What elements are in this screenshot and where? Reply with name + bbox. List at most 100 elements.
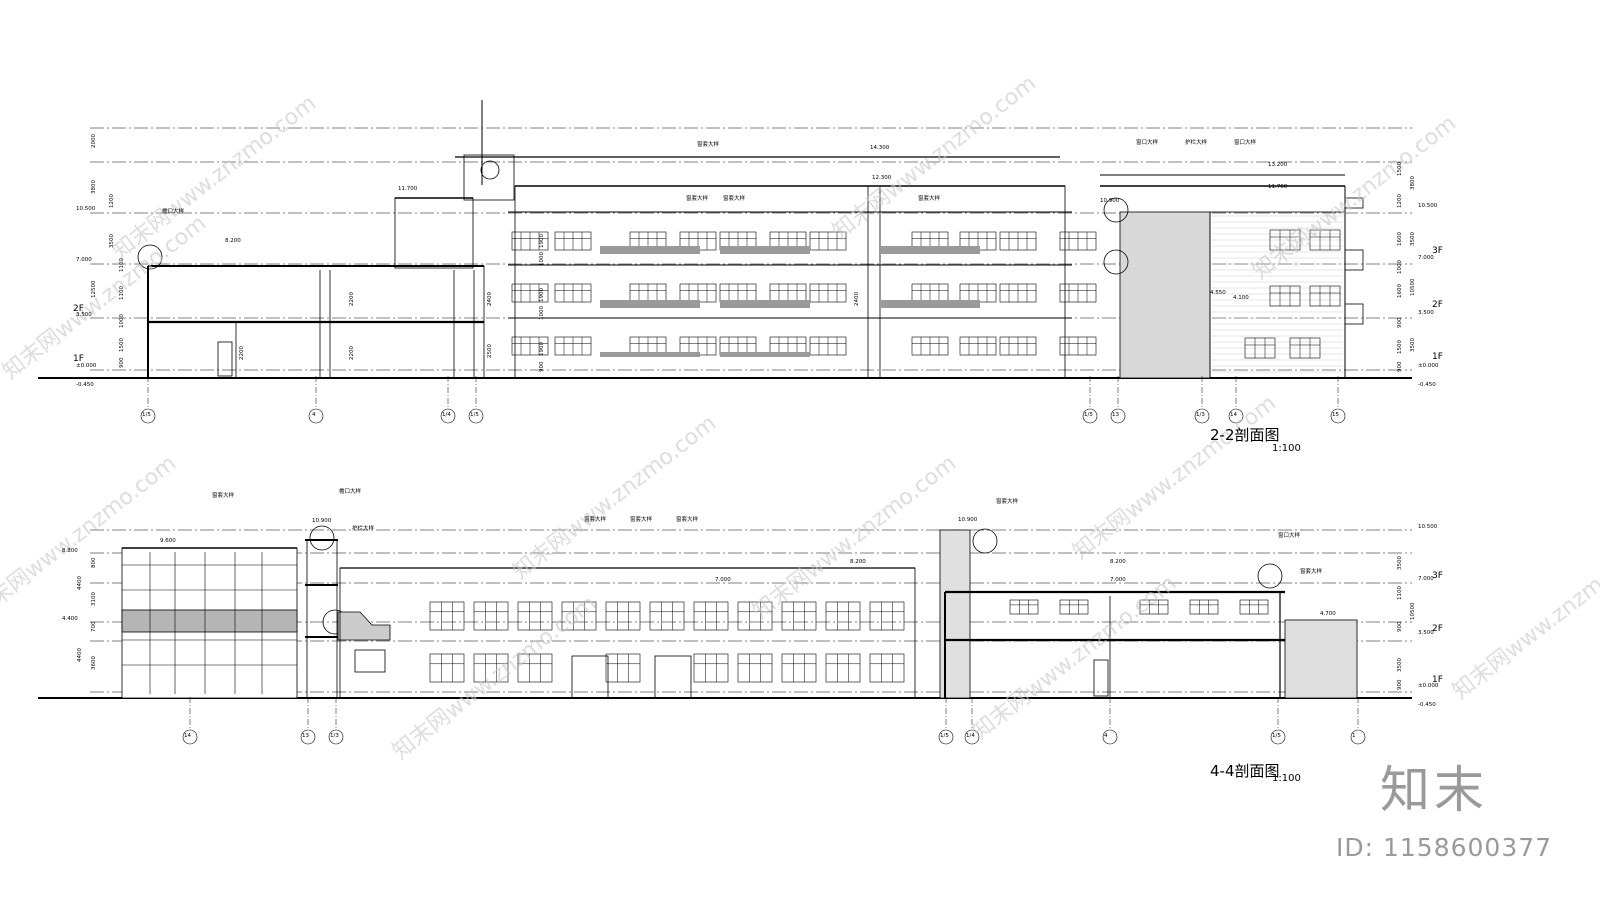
dim-text: 1900 xyxy=(539,342,545,356)
elev-label: 4.100 xyxy=(1233,295,1249,301)
axis-label: 1/3 xyxy=(1196,412,1205,418)
dim-text: 4400 xyxy=(77,648,83,662)
callout-text: 窗套大样 xyxy=(1300,569,1323,575)
elev-label: 11.700 xyxy=(1268,184,1288,190)
floor-mark: 1F xyxy=(1432,675,1443,685)
axis-label: 15 xyxy=(1332,412,1339,418)
floor-mark: 3F xyxy=(1432,571,1443,581)
dim-text: 1600 xyxy=(1397,232,1403,246)
windows-4-4-main xyxy=(429,599,1269,683)
elev-label: 10.900 xyxy=(1100,198,1120,204)
svg-text:知末网www.znzmo.com: 知末网www.znzmo.com xyxy=(388,591,601,765)
dim-text: 2400 xyxy=(487,292,493,306)
dim-text: 1500 xyxy=(119,338,125,352)
watermark-id: ID: 1158600377 xyxy=(1336,833,1553,862)
elev-label: 7.000 xyxy=(715,577,731,583)
dim-text: 10500 xyxy=(1410,602,1416,621)
dim-text: 2400 xyxy=(854,292,860,306)
svg-text:知末网www.znzmo.com: 知末网www.znzmo.com xyxy=(508,411,721,585)
callout-text: 窗套大样 xyxy=(697,142,720,148)
elev-label: 4.700 xyxy=(1320,611,1336,617)
elev-label: 10.900 xyxy=(312,518,332,524)
section-4-4-title: 4-4剖面图 xyxy=(1210,762,1280,780)
elev-label: 4.400 xyxy=(62,616,78,622)
dim-text: 1200 xyxy=(109,194,115,208)
axis-label: 1/5 xyxy=(1084,412,1093,418)
dim-text: 1100 xyxy=(119,258,125,272)
dim-text: 800 xyxy=(91,557,97,569)
elev-label: 3.500 xyxy=(1418,310,1434,316)
brick-hatch xyxy=(1212,215,1343,373)
dim-text: 3500 xyxy=(1410,232,1416,246)
dim-text: 3600 xyxy=(91,656,97,670)
dim-text: 900 xyxy=(1397,621,1403,633)
floor-mark: 1F xyxy=(73,354,84,364)
callout-text: 窗套大样 xyxy=(686,196,709,202)
callout-text: 窗套大样 xyxy=(723,196,746,202)
dim-text: 900 xyxy=(539,361,545,373)
elev-label: 13.200 xyxy=(1268,162,1288,168)
axis-label: 1 xyxy=(1352,733,1356,739)
axis-label: 1/3 xyxy=(330,733,339,739)
svg-text:知末网www.znzmo.com: 知末网www.znzmo.com xyxy=(108,91,321,265)
callout-text: 窗口大样 xyxy=(1234,140,1257,146)
elev-label: 10.500 xyxy=(1418,524,1438,530)
dim-text: 1500 xyxy=(1397,162,1403,176)
dim-text: 10500 xyxy=(1410,278,1416,297)
callout-text: 窗套大样 xyxy=(996,499,1019,505)
dim-text: 1600 xyxy=(1397,284,1403,298)
axis-label: 4 xyxy=(312,412,316,418)
callout-text: 檐口大样 xyxy=(162,209,185,215)
callout-text: 护栏大样 xyxy=(1185,140,1208,146)
axis-markers xyxy=(182,697,1366,745)
axis-label: 1/5 xyxy=(470,412,479,418)
callout-text: 窗套大样 xyxy=(212,493,235,499)
dim-text: 3800 xyxy=(91,180,97,194)
svg-text:知末网www.znzmo.com: 知末网www.znzmo.com xyxy=(748,451,961,625)
axis-label: 14 xyxy=(1230,412,1237,418)
callout-text: 窗口大样 xyxy=(1278,533,1301,539)
svg-text:知末网www.znzmo.com: 知末网www.znzmo.com xyxy=(1448,531,1600,705)
axis-label: 1/4 xyxy=(442,412,451,418)
elev-label: 3.500 xyxy=(1418,630,1434,636)
floor-mark: 2F xyxy=(1432,300,1443,310)
floor-mark: 3F xyxy=(1432,246,1443,256)
dim-text: 1000 xyxy=(539,252,545,266)
dim-text: 1000 xyxy=(539,306,545,320)
dim-text: 2000 xyxy=(91,134,97,148)
elev-label: -0.450 xyxy=(1418,702,1436,708)
dim-text: 3500 xyxy=(1397,658,1403,672)
elev-label: 9.600 xyxy=(160,538,176,544)
dim-text: 1000 xyxy=(1397,260,1403,274)
floor-mark: 1F xyxy=(1432,352,1443,362)
svg-text:知末网www.znzmo.com: 知末网www.znzmo.com xyxy=(968,571,1181,745)
axis-markers xyxy=(140,376,1346,424)
svg-text:知末网www.znzmo.com: 知末网www.znzmo.com xyxy=(828,71,1041,245)
elev-label: 8.200 xyxy=(850,559,866,565)
dim-text: 2200 xyxy=(349,292,355,306)
axis-label: 4 xyxy=(1104,733,1108,739)
dim-text: 900 xyxy=(119,357,125,369)
windows-4-4-left xyxy=(122,552,297,694)
elev-label: 14.300 xyxy=(870,145,890,151)
watermark-logo: 知末 xyxy=(1380,761,1488,819)
elev-label: 7.000 xyxy=(1110,577,1126,583)
callout-text: 檐口大样 xyxy=(339,489,362,495)
axis-label: 1/5 xyxy=(1272,733,1281,739)
section-4-4-drawing xyxy=(38,525,1412,745)
section-4-4-scale: 1:100 xyxy=(1272,773,1301,784)
section-2-2-scale: 1:100 xyxy=(1272,443,1301,454)
axis-label: 1/5 xyxy=(142,412,151,418)
svg-text:知末网www.znzmo.com: 知末网www.znzmo.com xyxy=(0,211,211,385)
axis-label: 14 xyxy=(184,733,191,739)
dim-text: 900 xyxy=(1397,361,1403,373)
dim-text: 1500 xyxy=(1397,340,1403,354)
elev-label: 8.200 xyxy=(1110,559,1126,565)
elev-label: 10.500 xyxy=(76,206,96,212)
dim-text: 1200 xyxy=(1397,194,1403,208)
elev-label: -0.450 xyxy=(76,382,94,388)
elev-label: 8.800 xyxy=(62,548,78,554)
dim-text: 2200 xyxy=(239,346,245,360)
dim-text: 900 xyxy=(1397,679,1403,691)
